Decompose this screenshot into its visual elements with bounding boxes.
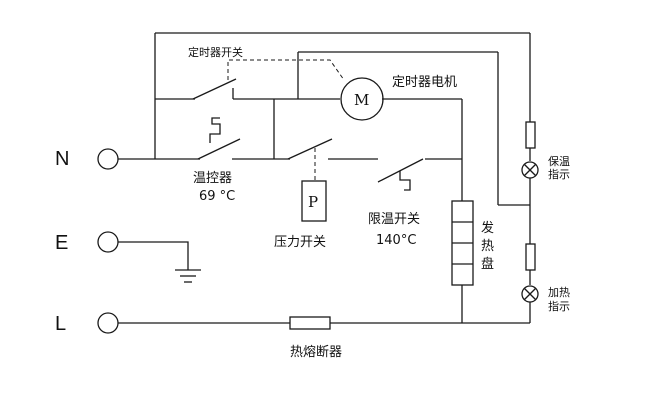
limit-switch-label: 限温开关 xyxy=(368,212,420,227)
heating-plate-char-2: 热 xyxy=(481,239,494,254)
timer-motor-label: 定时器电机 xyxy=(392,75,457,90)
pressure-switch: P 压力开关 xyxy=(274,138,333,250)
thermostat-switch: 温控器 69 °C xyxy=(193,117,241,204)
n-bus-wiring xyxy=(118,32,531,206)
terminal-e: E xyxy=(55,231,119,254)
pressure-symbol: P xyxy=(308,193,318,211)
terminal-l-label: L xyxy=(55,313,66,335)
timer-switch-label: 定时器开关 xyxy=(188,45,243,59)
keep-warm-label-1: 保温 xyxy=(548,154,570,168)
limit-temp: 140°C xyxy=(376,233,416,248)
heating-indicator-label-2: 指示 xyxy=(548,299,570,313)
terminal-n-label: N xyxy=(55,148,69,170)
heating-indicator: 加热 指示 xyxy=(521,243,570,323)
heating-indicator-label-1: 加热 xyxy=(548,286,570,299)
limit-switch: 限温开关 140°C xyxy=(368,158,424,248)
thermal-fuse-label: 热熔断器 xyxy=(290,345,342,360)
heating-plate: 发 热 盘 xyxy=(451,200,494,323)
ground-symbol xyxy=(118,241,201,283)
terminal-e-label: E xyxy=(55,232,68,254)
thermal-fuse: 热熔断器 xyxy=(118,316,530,360)
timer-motor: M 定时器电机 xyxy=(340,75,457,121)
pressure-switch-label: 压力开关 xyxy=(274,235,326,250)
heating-plate-char-1: 发 xyxy=(481,220,494,236)
keep-warm-label-2: 指示 xyxy=(548,167,570,181)
terminal-l: L xyxy=(55,312,119,335)
heating-plate-char-3: 盘 xyxy=(481,256,494,272)
keep-warm-indicator: 保温 指示 xyxy=(521,121,570,244)
terminal-n: N xyxy=(55,148,119,170)
timer-switch: 定时器开关 xyxy=(188,45,345,100)
motor-symbol: M xyxy=(354,91,369,109)
thermostat-label: 温控器 xyxy=(193,171,232,186)
thermostat-temp: 69 °C xyxy=(199,189,235,204)
